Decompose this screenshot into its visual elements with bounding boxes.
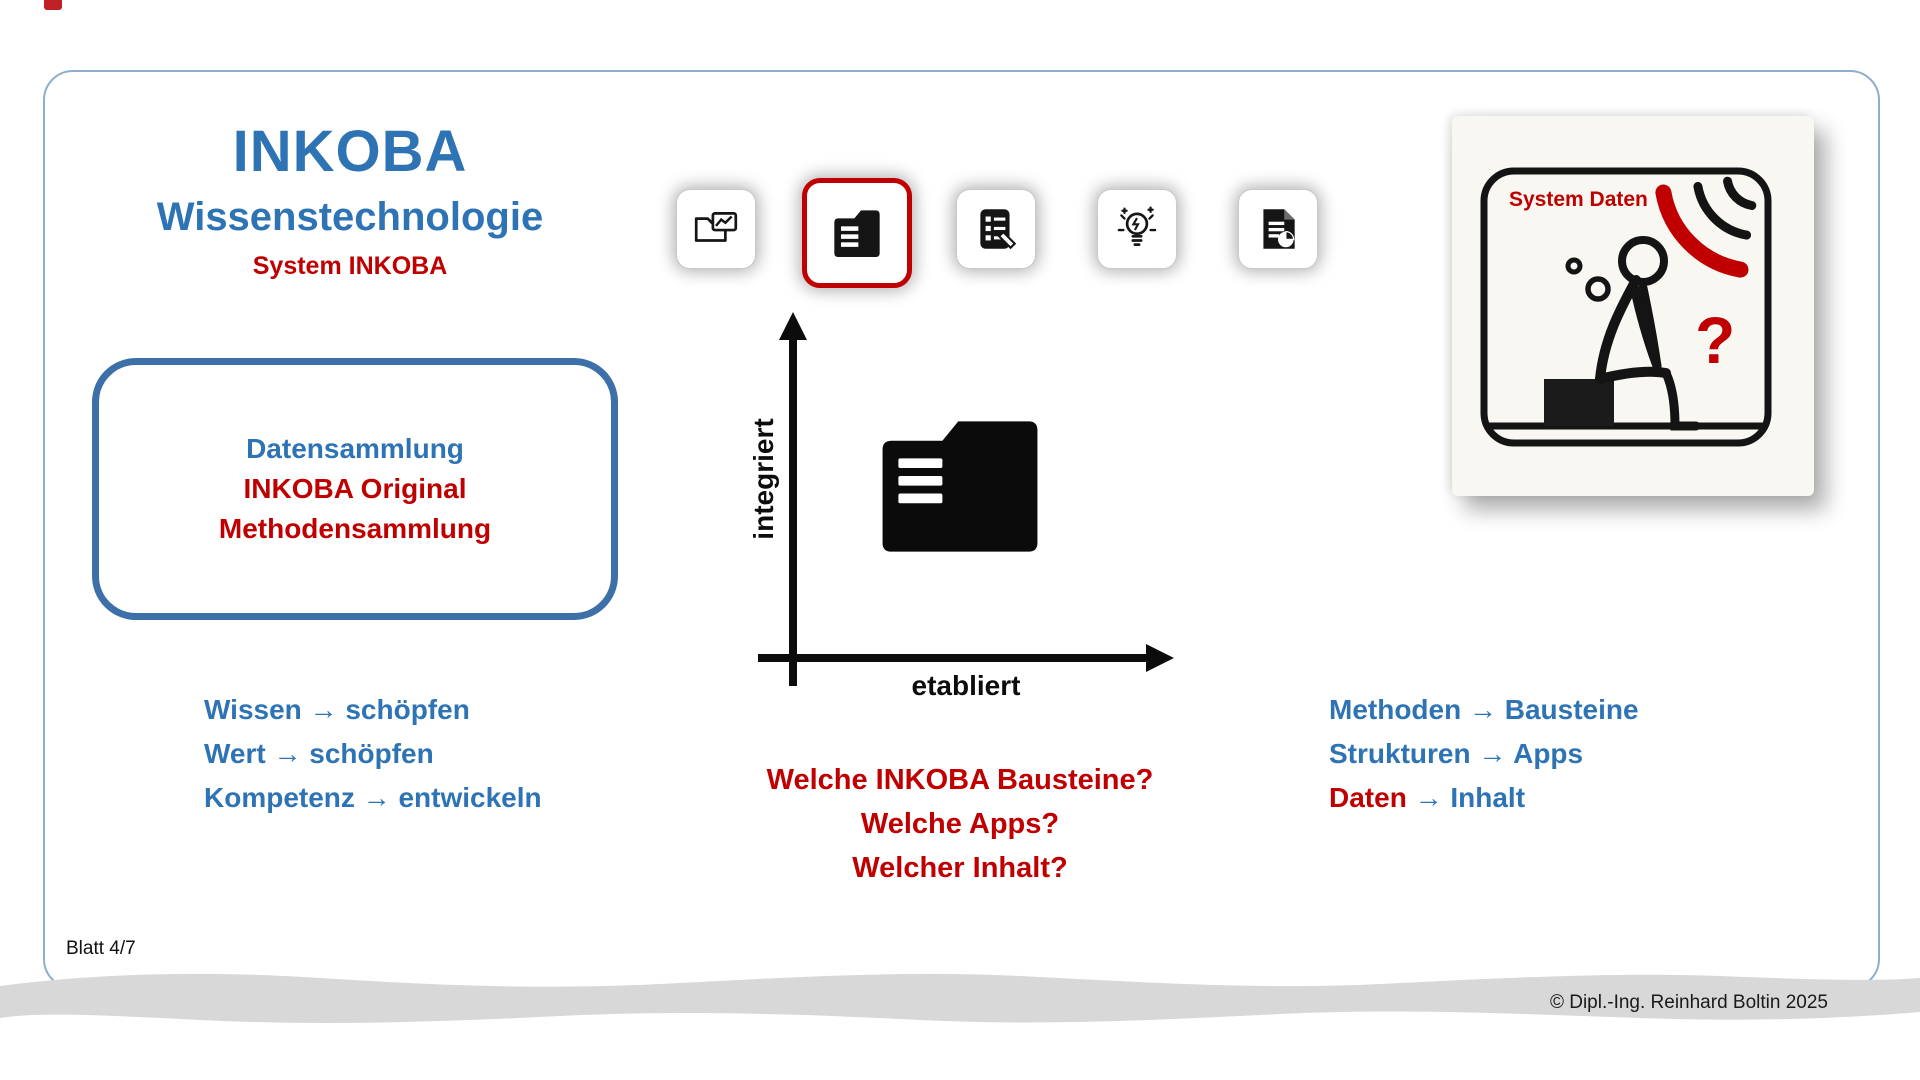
idea-bulb-icon [1117, 206, 1157, 246]
info-box-line: Methodensammlung [218, 513, 492, 544]
thinker-illustration [1480, 167, 1772, 447]
question-line: Welche INKOBA Bausteine? [766, 764, 1154, 796]
axes-diagram [758, 312, 1174, 686]
list-item: Wissen → schöpfen [204, 694, 470, 725]
info-box-line: INKOBA Original [243, 473, 467, 504]
y-axis-arrowhead [779, 312, 807, 340]
list-item: Methoden → Bausteine [1329, 694, 1639, 725]
list-item-rest: → Inhalt [1406, 782, 1526, 813]
thought-bubble-small [1565, 257, 1583, 275]
folder-document-icon [834, 210, 880, 257]
thought-bubble-large [1585, 276, 1611, 302]
knowledge-list: Wissen → schöpfen Wert → schöpfen Kompet… [204, 688, 542, 820]
list-item: Wert → schöpfen [204, 738, 434, 769]
title-block: INKOBA Wissenstechnologie System INKOBA [80, 118, 620, 281]
toolbar-tile-folder-document-active[interactable] [802, 178, 912, 288]
footer-band [0, 973, 1920, 1023]
signal-arc-black [1693, 181, 1752, 240]
folder-document-icon [882, 421, 1038, 552]
question-line: Welche Apps? [860, 808, 1060, 840]
question-mark: ? [1695, 303, 1736, 377]
folder-image-icon [694, 212, 738, 242]
list-item: Strukturen → Apps [1329, 738, 1584, 769]
signal-arc-red [1655, 184, 1749, 278]
toolbar-tile-idea-bulb[interactable] [1097, 189, 1177, 269]
sheet-number: Blatt 4/7 [66, 938, 136, 959]
page-subtitle: Wissenstechnologie [156, 195, 544, 239]
list-item: Kompetenz → entwickeln [204, 782, 542, 813]
page-title: INKOBA [232, 119, 468, 184]
document-chart-icon [1263, 209, 1295, 249]
corner-mark [44, 0, 62, 10]
copyright-text: © Dipl.-Ing. Reinhard Boltin 2025 [1549, 992, 1828, 1013]
seat-block [1544, 379, 1614, 426]
info-box-line: Datensammlung [246, 433, 464, 464]
illustration-frame [1480, 167, 1772, 447]
x-axis-label: etabliert [911, 670, 1021, 701]
person-head [1618, 236, 1668, 286]
system-tagline: System INKOBA [252, 252, 448, 280]
methods-list: Methoden → Bausteine Strukturen → Apps D… [1329, 688, 1639, 820]
person-forearm [1638, 283, 1662, 371]
data-collection-box: Datensammlung INKOBA Original Methodensa… [92, 358, 618, 620]
list-item: Daten → Inhalt [1329, 776, 1639, 820]
x-axis-arrowhead [1146, 644, 1174, 672]
toolbar-tile-document-chart[interactable] [1238, 189, 1318, 269]
signal-arc-black [1723, 176, 1757, 210]
thinker-illustration-card: System Daten ? [1452, 116, 1814, 496]
toolbar-tile-folder-image[interactable] [676, 189, 756, 269]
illustration-caption: System Daten [1509, 188, 1648, 211]
question-line: Welcher Inhalt? [852, 852, 1068, 884]
person-leg [1661, 368, 1701, 431]
person-thigh [1595, 366, 1671, 384]
checklist-icon [980, 209, 1017, 250]
y-axis-label: integriert [748, 418, 779, 540]
questions-block: Welche INKOBA Bausteine? Welche Apps? We… [640, 758, 1280, 890]
list-item-lead: Daten [1329, 782, 1407, 813]
toolbar-tile-checklist[interactable] [956, 189, 1036, 269]
